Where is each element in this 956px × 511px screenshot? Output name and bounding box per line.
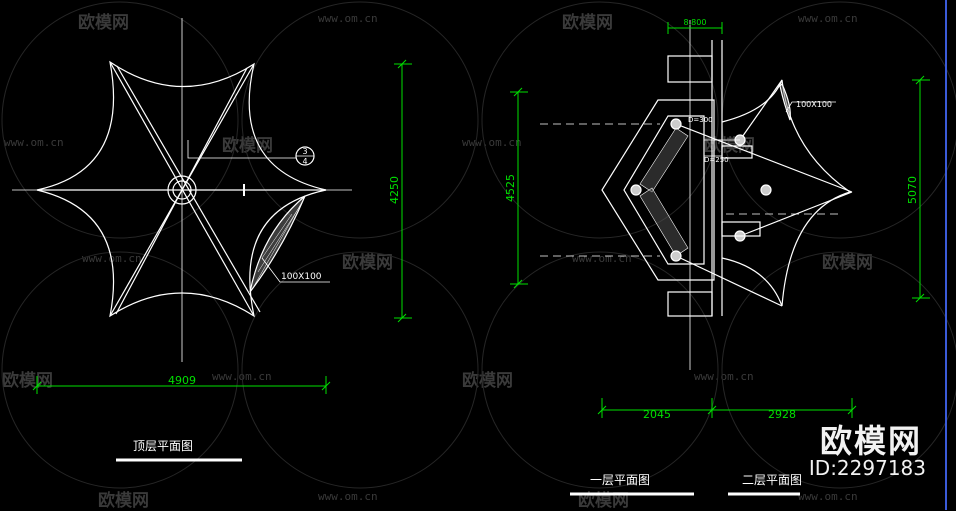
watermark-logo: 欧模网 — [462, 371, 513, 391]
watermark-url: www.om.cn — [4, 136, 64, 149]
watermark-url: www.om.cn — [798, 12, 858, 25]
top-dimensions — [32, 59, 412, 394]
second-dim-left: 2045 — [643, 408, 671, 421]
note-d250: D=250 — [704, 156, 729, 164]
watermark-logo: 欧模网 — [578, 491, 629, 511]
top-mesh-note: 100X100 — [281, 272, 322, 282]
rib-lines — [37, 61, 326, 317]
landing-platform — [721, 145, 753, 159]
watermark-rings — [1, 1, 956, 489]
mesh-hatch — [253, 201, 303, 287]
mesh-panel — [779, 82, 791, 121]
second-dim-height-left: 4525 — [504, 174, 517, 202]
second-dim-height-right: 5070 — [906, 176, 919, 204]
floor-hexagon — [601, 99, 715, 281]
watermark-logo: 欧模网 — [78, 13, 129, 33]
second-dim-top: 8.800 — [684, 18, 707, 27]
second-plan-title: 二层平面图 — [742, 473, 802, 487]
axis-lines — [540, 123, 840, 257]
top-dim-height: 4250 — [388, 176, 401, 204]
second-plan — [540, 20, 853, 370]
floor-hexagon-inner — [623, 115, 705, 265]
brand-logo: 欧模网 — [819, 422, 922, 460]
ref-leader — [187, 140, 296, 159]
watermark-url: www.om.cn — [572, 252, 632, 265]
top-dim-width: 4909 — [168, 374, 196, 387]
watermark-logo: 欧模网 — [222, 136, 273, 156]
section-ref-den: 4 — [302, 157, 307, 166]
watermark-logo: 欧模网 — [822, 253, 873, 273]
watermark-logo: 欧模网 — [98, 491, 149, 511]
watermark-url: www.om.cn — [798, 490, 858, 503]
second-dim-right: 2928 — [768, 408, 796, 421]
mesh-leader — [261, 257, 330, 283]
brand-id: ID:2297183 — [808, 456, 926, 480]
watermark-url: www.om.cn — [694, 370, 754, 383]
top-plan — [12, 18, 352, 362]
second-mesh-note: 100X100 — [796, 100, 832, 109]
watermark-logo: 欧模网 — [342, 253, 393, 273]
watermark-url: www.om.cn — [318, 12, 378, 25]
membrane-outline — [36, 60, 327, 318]
watermark-url: www.om.cn — [318, 490, 378, 503]
second-dimensions — [510, 22, 930, 418]
landing-platform — [721, 221, 761, 237]
central-ring — [167, 175, 197, 205]
section-ref-num: 3 — [302, 147, 307, 156]
top-plan-title: 顶层平面图 — [133, 439, 193, 453]
first-plan-title: 一层平面图 — [590, 473, 650, 487]
watermark-logo: 欧模网 — [562, 13, 613, 33]
stair-hatch — [639, 127, 689, 257]
membrane-outline — [721, 79, 852, 307]
mesh-leader — [785, 101, 836, 113]
note-d300: D=300 — [688, 116, 713, 124]
central-ring-inner — [172, 180, 192, 200]
column-nodes — [630, 118, 772, 262]
